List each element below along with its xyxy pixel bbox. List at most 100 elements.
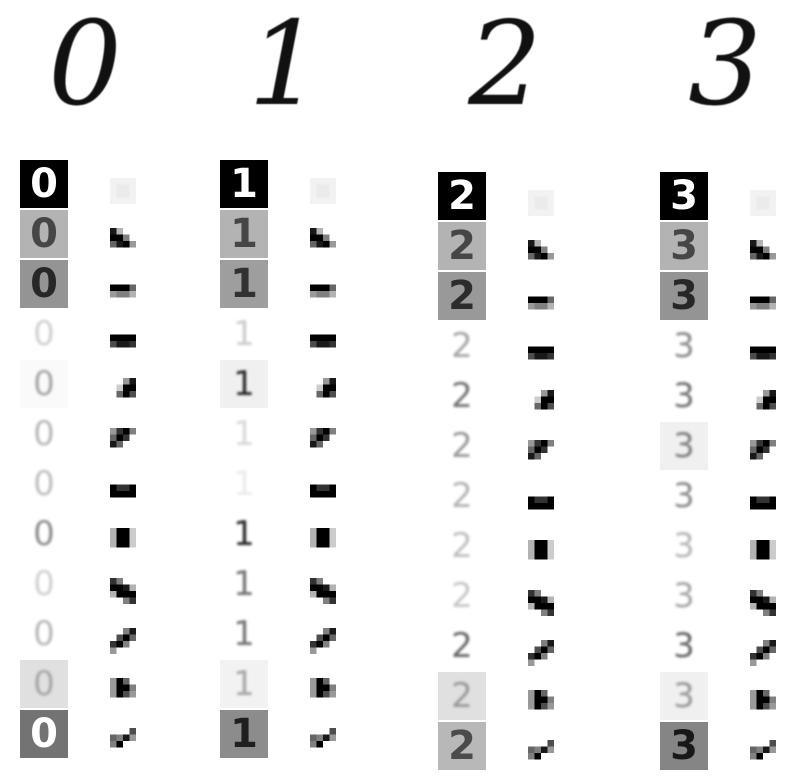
filter-pixel bbox=[123, 647, 130, 654]
filter-pixel bbox=[756, 546, 763, 553]
filter-pixel bbox=[316, 428, 323, 435]
filter-pixel bbox=[123, 528, 130, 535]
filter-pixel bbox=[769, 403, 776, 410]
filter-pixel bbox=[769, 240, 776, 247]
filter-pixel bbox=[769, 740, 776, 747]
filter-pixel bbox=[110, 534, 117, 541]
filter-pixel bbox=[547, 246, 554, 253]
filter-pixel bbox=[110, 591, 117, 598]
filter-pixel bbox=[116, 347, 123, 354]
filter-pixel bbox=[123, 291, 130, 298]
filter-pixel bbox=[534, 446, 541, 453]
filter-pixel bbox=[323, 341, 330, 348]
filter-pixel bbox=[547, 240, 554, 247]
filter-pixel bbox=[756, 503, 763, 510]
filter-pixel bbox=[123, 234, 130, 241]
filter-pixel bbox=[123, 547, 130, 554]
filter-pixel bbox=[763, 390, 770, 397]
activation-map-cell: 2 bbox=[438, 372, 486, 420]
filter-kernel bbox=[528, 540, 554, 566]
filter-pixel bbox=[763, 240, 770, 247]
filter-pixel bbox=[528, 296, 535, 303]
filter-kernel bbox=[528, 490, 554, 516]
filter-pixel bbox=[528, 753, 535, 760]
filter-pixel bbox=[528, 190, 535, 197]
filter-pixel bbox=[329, 184, 336, 191]
filter-pixel bbox=[763, 740, 770, 747]
filter-pixel bbox=[541, 503, 548, 510]
filter-pixel bbox=[547, 740, 554, 747]
filter-pixel bbox=[323, 247, 330, 254]
filter-pixel bbox=[763, 453, 770, 460]
filter-pixel bbox=[756, 409, 763, 416]
activation-map-cell: 0 bbox=[20, 210, 68, 258]
filter-pixel bbox=[534, 690, 541, 697]
filter-kernel bbox=[528, 190, 554, 216]
filter-pixel bbox=[750, 290, 757, 297]
filter-pixel bbox=[756, 646, 763, 653]
filter-pixel bbox=[763, 653, 770, 660]
filter-pixel bbox=[129, 391, 136, 398]
activation-map-cell: 2 bbox=[438, 472, 486, 520]
filter-pixel bbox=[750, 490, 757, 497]
filter-pixel bbox=[310, 684, 317, 691]
filter-pixel bbox=[756, 290, 763, 297]
filter-pixel bbox=[329, 384, 336, 391]
filter-pixel bbox=[534, 303, 541, 310]
activation-digit-glyph: 0 bbox=[30, 711, 58, 757]
filter-pixel bbox=[547, 503, 554, 510]
filter-pixel bbox=[763, 209, 770, 216]
filter-pixel bbox=[129, 278, 136, 285]
filter-kernel bbox=[750, 490, 776, 516]
filter-kernel bbox=[528, 740, 554, 766]
filter-pixel bbox=[541, 496, 548, 503]
filter-pixel bbox=[116, 291, 123, 298]
filter-pixel bbox=[534, 503, 541, 510]
filter-pixel bbox=[123, 641, 130, 648]
filter-pixel bbox=[541, 596, 548, 603]
filter-pixel bbox=[110, 334, 117, 341]
filter-pixel bbox=[329, 241, 336, 248]
filter-pixel bbox=[756, 296, 763, 303]
filter-pixel bbox=[129, 628, 136, 635]
filter-pixel bbox=[769, 690, 776, 697]
filter-kernel bbox=[750, 240, 776, 266]
filter-pixel bbox=[323, 297, 330, 304]
filter-pixel bbox=[750, 253, 757, 260]
filter-pixel bbox=[329, 484, 336, 491]
filter-pixel bbox=[541, 353, 548, 360]
filter-pixel bbox=[129, 347, 136, 354]
filter-pixel bbox=[129, 484, 136, 491]
filter-pixel bbox=[323, 284, 330, 291]
filter-pixel bbox=[534, 703, 541, 710]
filter-pixel bbox=[323, 278, 330, 285]
filter-pixel bbox=[750, 640, 757, 647]
filter-pixel bbox=[547, 640, 554, 647]
filter-pixel bbox=[528, 390, 535, 397]
filter-pixel bbox=[129, 297, 136, 304]
activation-digit-glyph: 2 bbox=[451, 326, 473, 366]
filter-pixel bbox=[547, 353, 554, 360]
filter-pixel bbox=[329, 491, 336, 498]
filter-pixel bbox=[763, 690, 770, 697]
filter-pixel bbox=[329, 347, 336, 354]
activation-map-cell: 1 bbox=[220, 560, 268, 608]
filter-pixel bbox=[750, 440, 757, 447]
filter-pixel bbox=[769, 390, 776, 397]
filter-pixel bbox=[329, 534, 336, 541]
filter-pixel bbox=[116, 297, 123, 304]
filter-pixel bbox=[116, 591, 123, 598]
filter-kernel bbox=[528, 590, 554, 616]
filter-pixel bbox=[323, 528, 330, 535]
filter-pixel bbox=[547, 653, 554, 660]
filter-pixel bbox=[750, 703, 757, 710]
filter-pixel bbox=[769, 746, 776, 753]
filter-pixel bbox=[534, 190, 541, 197]
filter-pixel bbox=[316, 241, 323, 248]
filter-pixel bbox=[528, 290, 535, 297]
filter-pixel bbox=[763, 196, 770, 203]
filter-pixel bbox=[310, 397, 317, 404]
filter-pixel bbox=[534, 390, 541, 397]
filter-pixel bbox=[769, 640, 776, 647]
filter-pixel bbox=[763, 596, 770, 603]
